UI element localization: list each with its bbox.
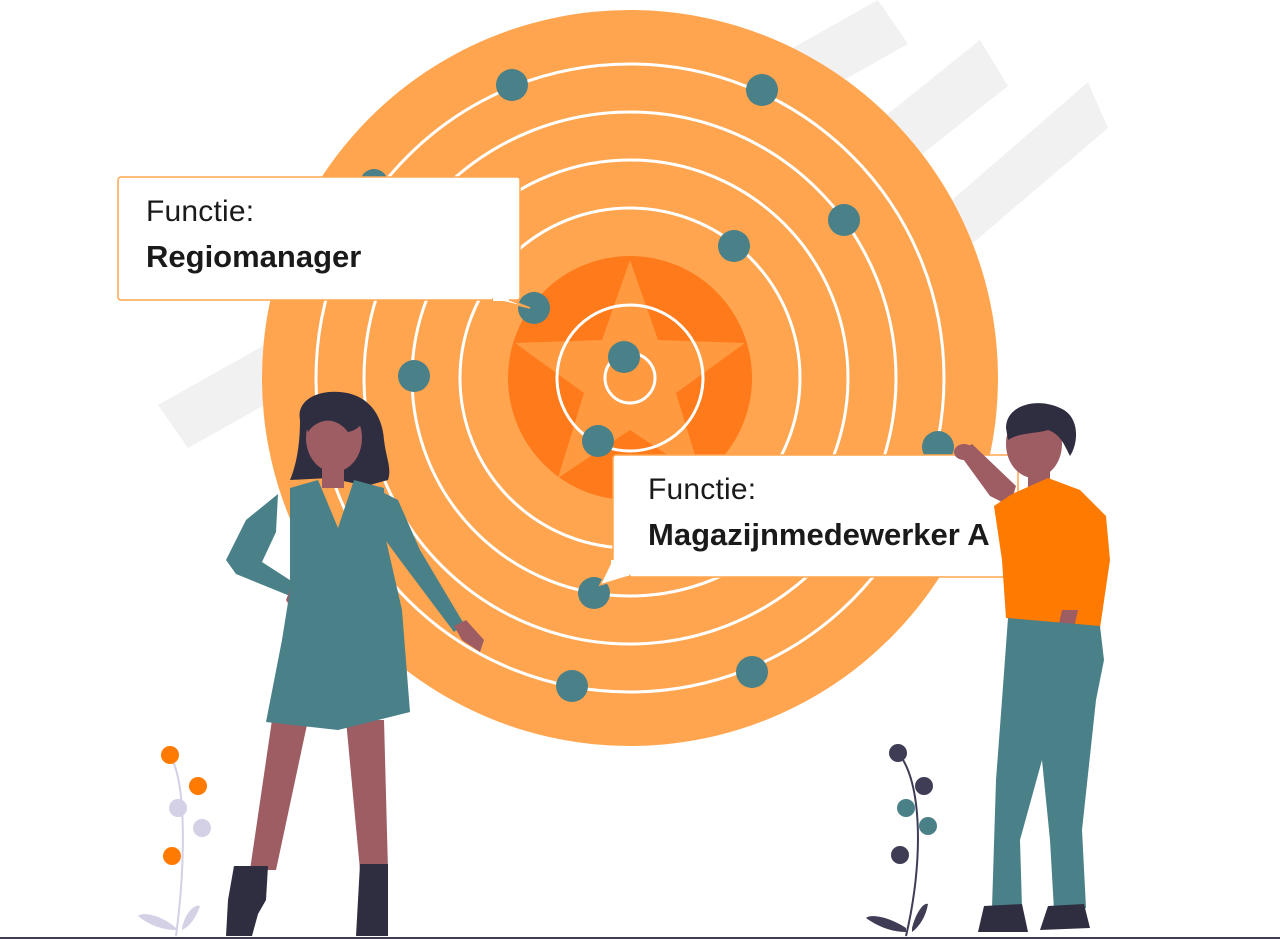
man-pants [992, 618, 1104, 910]
man-shirt [994, 478, 1110, 628]
woman-figure [226, 391, 484, 936]
target-dot [608, 341, 640, 373]
target-dot [556, 670, 588, 702]
target-dot [718, 230, 750, 262]
man-hair-icon [1006, 403, 1077, 456]
target-dot [518, 292, 550, 324]
woman-dress [266, 480, 410, 730]
callout-box-left [117, 176, 531, 309]
target-dot [582, 425, 614, 457]
target-dot [398, 360, 430, 392]
woman-boot-left [226, 866, 268, 936]
plant-icon-left [138, 746, 211, 937]
target-ring-2 [555, 303, 705, 453]
woman-leg-left [250, 720, 308, 870]
woman-boot-right [356, 864, 388, 936]
plant-icon-right [866, 744, 937, 937]
man-figure [954, 403, 1110, 932]
target-dot [736, 656, 768, 688]
target-ring-6 [314, 62, 946, 694]
callout-box-right [598, 454, 1019, 587]
target-ring-5 [362, 110, 898, 646]
target-dot [828, 204, 860, 236]
woman-leg-right [346, 720, 388, 870]
target-dots [360, 69, 954, 702]
target-dot [496, 69, 528, 101]
target-dot [746, 74, 778, 106]
